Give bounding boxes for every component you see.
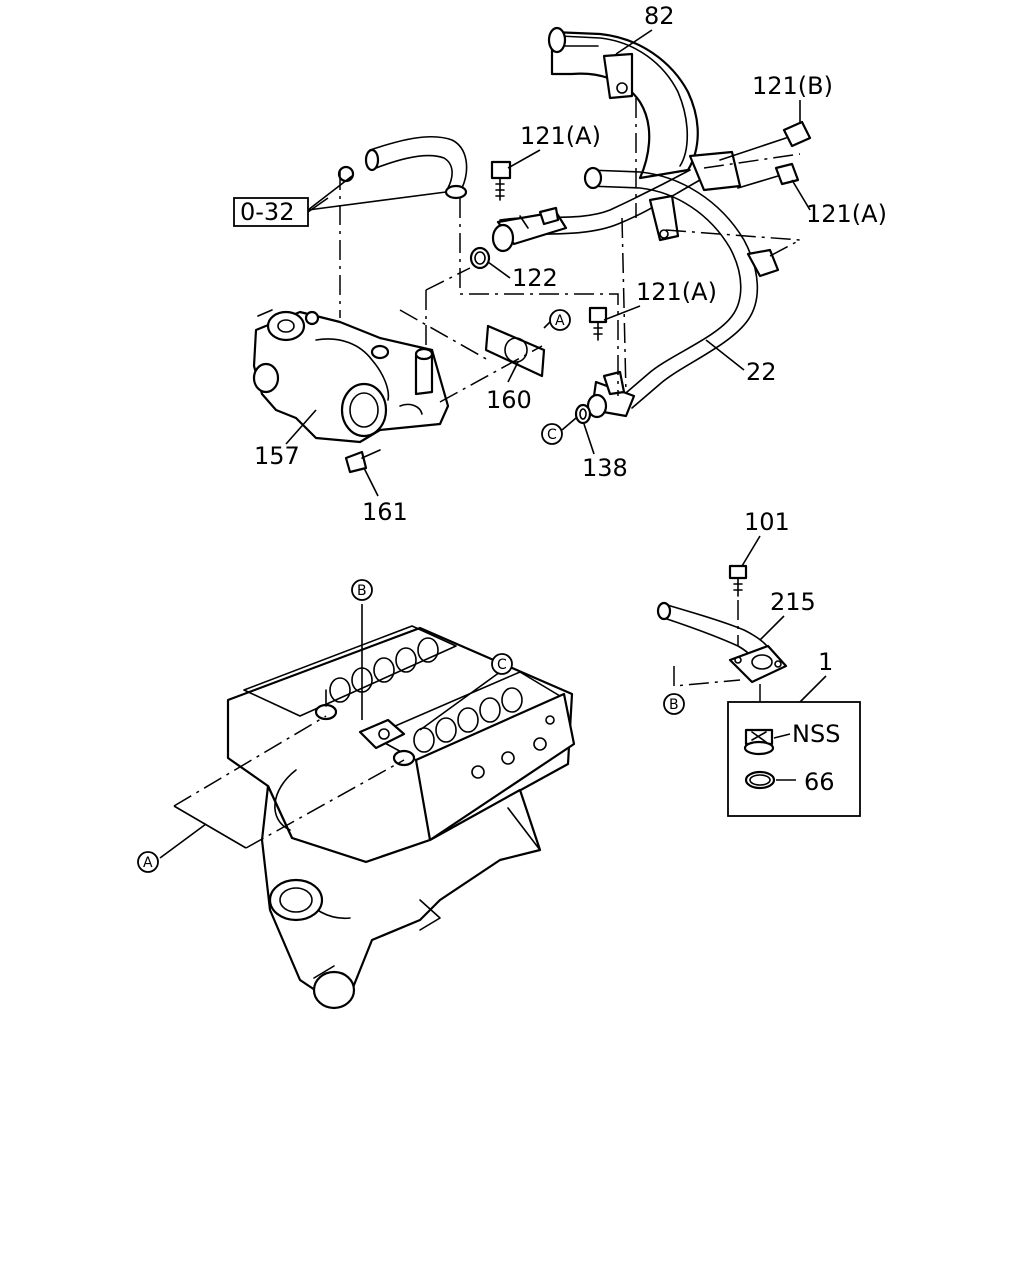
hose-upper[interactable] [337,135,468,200]
callout-c-top[interactable]: C [541,417,577,445]
svg-text:C: C [547,427,557,443]
labels-right: 101 215 1 NSS 66 [741,508,840,796]
bolt-121a-mid[interactable] [588,306,608,341]
callout-a-engine[interactable]: A [137,851,159,873]
bolt-161[interactable] [344,449,381,474]
label-66: 66 [804,768,835,796]
bolt-101[interactable] [728,564,748,646]
label-121b: 121(B) [752,72,833,100]
callout-c-engine[interactable]: C [491,653,513,675]
o-ring-138[interactable] [574,403,592,425]
thermostat-kit-1[interactable] [727,675,861,817]
bolt-121b[interactable] [719,120,812,161]
reference-0-32-label: 0-32 [240,198,294,226]
label-157: 157 [254,442,300,470]
label-1: 1 [818,648,833,676]
engine-block[interactable] [226,625,576,1010]
labels-upper: 82 121(B) 121(A) 121(A) 122 121(A) 160 2… [254,2,887,526]
callout-b-engine[interactable]: B [351,579,373,601]
label-82: 82 [644,2,675,30]
bolt-121a-top[interactable] [490,160,512,201]
svg-text:A: A [555,313,565,329]
label-nss: NSS [792,720,840,748]
label-121a-mid: 121(A) [636,278,717,306]
o-ring-122[interactable] [469,246,491,270]
housing-157[interactable] [252,309,450,444]
pipe-215[interactable] [656,601,788,684]
label-121a-top: 121(A) [520,122,601,150]
pipe-82-lower-joint[interactable] [491,206,568,253]
assembly-lines-engine [159,604,501,859]
pipe-22[interactable] [583,166,780,419]
callout-a-top[interactable]: A [543,309,571,331]
label-215: 215 [770,588,816,616]
label-122: 122 [512,264,558,292]
svg-text:C: C [497,657,507,673]
svg-text:A: A [143,855,153,871]
thermostat-nss[interactable] [743,728,791,756]
label-101: 101 [744,508,790,536]
callout-b-right[interactable]: B [663,693,685,715]
bolt-121a-right[interactable] [737,162,800,189]
label-22: 22 [746,358,777,386]
label-121a-right: 121(A) [806,200,887,228]
label-138: 138 [582,454,628,482]
o-ring-66[interactable] [744,770,796,790]
svg-text:B: B [669,697,679,713]
svg-text:B: B [357,583,367,599]
assembly-lines-upper [339,98,801,403]
gasket-160[interactable] [484,324,546,378]
reference-0-32[interactable]: 0-32 [233,175,447,227]
label-160: 160 [486,386,532,414]
label-161: 161 [362,498,408,526]
